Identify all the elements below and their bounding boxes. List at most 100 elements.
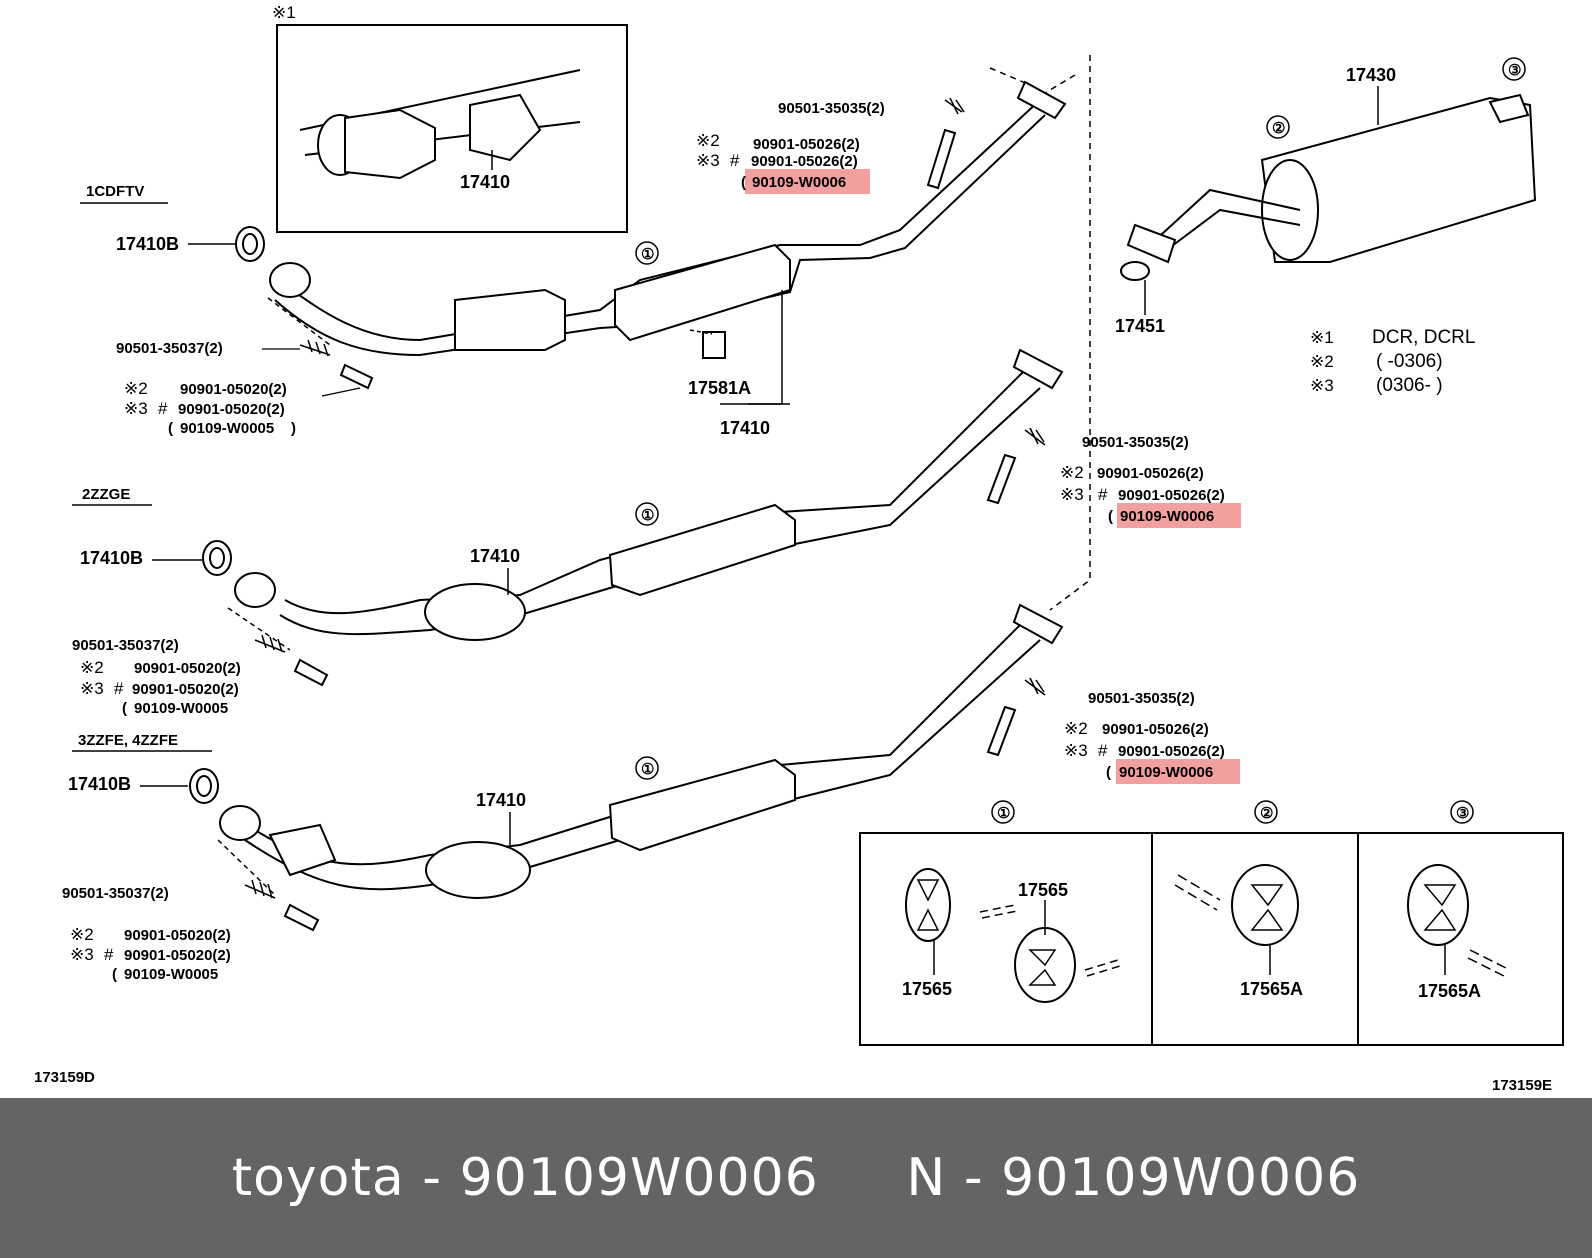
detail-mark-3: ③: [1456, 805, 1469, 822]
rear-note3-mark-3: ※3: [1064, 741, 1088, 760]
legend-mark-1: ※1: [1310, 328, 1334, 347]
note2-mark-2: ※2: [80, 658, 104, 677]
gasket-hole-3: [196, 775, 212, 797]
front-dash-3: [217, 839, 276, 896]
rear-flange-3: [1012, 603, 1064, 645]
hanger-callout-2a: [635, 502, 659, 526]
rear-note2-mark-1: ※2: [696, 131, 720, 150]
hanger-mark-3a: ①: [641, 761, 654, 778]
front-pipe-2: [284, 369, 1026, 615]
bolt-a-label-3: 90901-05020(2): [124, 927, 231, 944]
exhaust-parts-diagram: ※1 17410 1CDFTV 17410B 17581A 17410 ①: [34, 3, 1564, 1094]
hanger-17565-a: [905, 868, 951, 942]
note3-mark-3: ※3: [70, 945, 94, 964]
note2-mark-1: ※2: [124, 379, 148, 398]
bolt-leader-1: [321, 387, 361, 397]
front-converter-3: [268, 823, 337, 877]
front-bolt-3: [283, 903, 320, 932]
legend-text-3: (0306- ): [1376, 375, 1443, 396]
rear-bolt-1: [926, 128, 957, 190]
converter-2: [424, 583, 526, 641]
rear-bolt-c-label-2: 90109-W0006: [1120, 508, 1214, 525]
rear-bolt-a-label-1: 90901-05026(2): [753, 136, 860, 153]
bolt-b-label-3: 90901-05020(2): [124, 947, 231, 964]
hanger-label-3a: 17565A: [1418, 981, 1481, 1001]
detail-box-3: [1357, 832, 1564, 1046]
gasket-hole-1: [242, 233, 258, 255]
detail-box-1: [859, 832, 1153, 1046]
muffler-hanger: [1488, 93, 1530, 124]
converter-3: [425, 841, 531, 899]
bolt-c-label-3: 90109-W0005: [124, 966, 218, 983]
bolt-c-label-2: 90109-W0005: [134, 700, 228, 717]
hanger-label-2a: 17565A: [1240, 979, 1303, 999]
front-spring-3: [244, 879, 276, 899]
inset-mark: ※1: [272, 3, 296, 22]
front-pipe-3-lower: [244, 639, 1041, 891]
sub-dash-1: [689, 329, 713, 335]
flange-2: [234, 572, 276, 608]
pipe-leader-1: [748, 290, 783, 405]
front-bolt-2: [293, 658, 329, 687]
bolt-a-label-1: 90901-05020(2): [180, 381, 287, 398]
bolt-c-label-1: 90109-W0005: [180, 420, 274, 437]
caption-bar: toyota - 90109W0006 N - 90109W0006: [0, 1098, 1592, 1258]
rear-spring-2: [1024, 427, 1046, 446]
note2-mark-3: ※2: [70, 925, 94, 944]
rear-flange-2: [1012, 348, 1064, 390]
pipe-label-3: 17410: [476, 790, 526, 810]
bolt-b-label-1: 90901-05020(2): [178, 401, 285, 418]
note3-mark-2: ※3: [80, 679, 104, 698]
flange-1: [269, 262, 311, 298]
gasket-hole-2: [209, 547, 225, 569]
engine-label-3: 3ZZFE, 4ZZFE: [78, 732, 178, 749]
hanger-mark-3: ③: [1508, 62, 1521, 79]
rear-bolt-2: [986, 453, 1017, 505]
rear-bolt-c-label-1: 90109-W0006: [752, 174, 846, 191]
gasket-label-2: 17410B: [80, 548, 143, 568]
rear-note3-mark-1: ※3: [696, 151, 720, 170]
inset-label: 17410: [460, 172, 510, 192]
rear-flange-1: [1016, 80, 1067, 120]
rear-bolt-b-label-2: 90901-05026(2): [1118, 487, 1225, 504]
detail-callout-1: [991, 800, 1015, 824]
rear-hash-mark-3: #: [1098, 741, 1108, 760]
paren-close-1: ): [291, 420, 296, 437]
highlight-2: [1117, 503, 1241, 528]
muffler-group: 17430 ② ③ 17451: [1115, 57, 1537, 336]
paren-open-3: (: [112, 966, 117, 983]
rear-spring-3: [1024, 677, 1046, 696]
pipe-body-2: [608, 503, 796, 597]
muffler-label: 17430: [1346, 65, 1396, 85]
rear-bolt-a-label-2: 90901-05026(2): [1097, 465, 1204, 482]
muffler-gasket: [1120, 261, 1150, 281]
rear-hash-mark-2: #: [1098, 485, 1108, 504]
rear-bolt-c-label-3: 90109-W0006: [1119, 764, 1213, 781]
hanger-callout-3a: [635, 756, 659, 780]
hanger-mark-2a: ①: [641, 507, 654, 524]
front-spring-1: [299, 339, 331, 357]
section-3zzfe: 3ZZFE, 4ZZFE 17410B 17410 ① 90501-35037(…: [62, 603, 1240, 983]
highlight-3: [1116, 759, 1240, 784]
rear-note3-mark-2: ※3: [1060, 485, 1084, 504]
hanger-17565-b-pipe: [1084, 959, 1121, 977]
hanger-mark-1a: ①: [641, 246, 654, 263]
highlight-1: [745, 169, 870, 194]
converter-1: [454, 288, 566, 351]
assembly-dash-line: [1049, 55, 1091, 611]
rear-note2-mark-3: ※2: [1064, 719, 1088, 738]
engine-label-2: 2ZZGE: [82, 486, 130, 503]
detail-callout-2: [1254, 800, 1278, 824]
muffler-end: [1261, 159, 1319, 261]
legend: ※1 DCR, DCRL ※2 ( -0306) ※3 (0306- ): [1310, 327, 1475, 396]
rear-paren-open-3: (: [1106, 764, 1111, 781]
gasket-label-1: 17410B: [116, 234, 179, 254]
detail-mark-2: ②: [1260, 805, 1273, 822]
pipe-body-3: [608, 758, 796, 852]
rear-note2-mark-2: ※2: [1060, 463, 1084, 482]
rear-bolt-a-label-3: 90901-05026(2): [1102, 721, 1209, 738]
engine-label-1: 1CDFTV: [86, 183, 144, 200]
flange-3: [219, 805, 261, 841]
hanger-17565a-3: [1407, 864, 1469, 946]
paren-open-1: (: [168, 420, 173, 437]
